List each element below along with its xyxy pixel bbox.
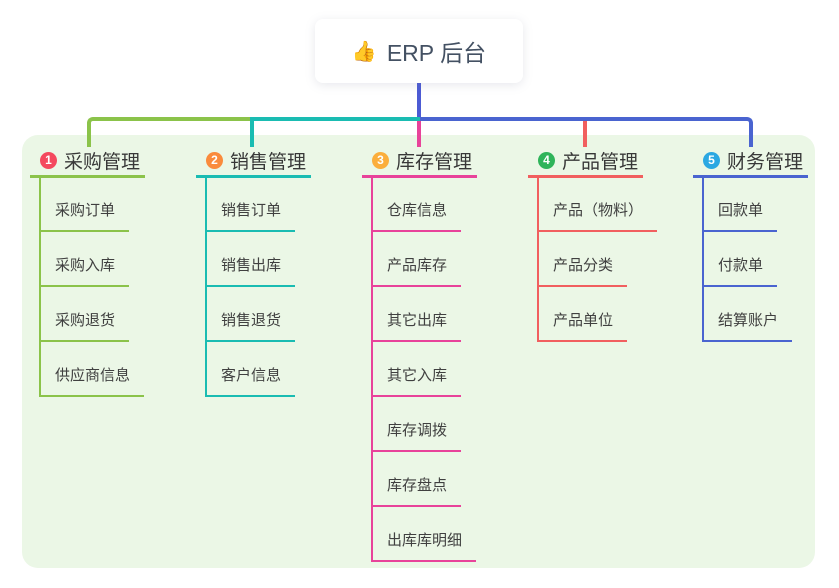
branch-trunk-line [537, 178, 539, 342]
branch-label: 财务管理 [727, 151, 804, 173]
branch-header-sales[interactable]: 2 销售管理 [196, 145, 311, 178]
badge-3: 3 [372, 151, 389, 169]
node-sales-order[interactable]: 销售订单 [205, 201, 296, 232]
node-sales-outbound[interactable]: 销售出库 [205, 256, 296, 287]
branch-label: 库存管理 [396, 151, 473, 173]
node-settlement-account[interactable]: 结算账户 [702, 311, 793, 342]
branch-trunk-line [702, 178, 704, 342]
node-other-inbound[interactable]: 其它入库 [371, 366, 462, 397]
branch-label: 销售管理 [230, 151, 307, 173]
badge-5: 5 [703, 151, 720, 169]
root-node[interactable]: 👍 ERP 后台 [315, 19, 523, 83]
node-supplier-info[interactable]: 供应商信息 [39, 366, 145, 397]
node-stock-transfer[interactable]: 库存调拨 [371, 421, 462, 452]
node-product-material[interactable]: 产品（物料） [537, 201, 658, 232]
connector-branch4-drop [583, 121, 587, 147]
branch-header-finance[interactable]: 5 财务管理 [693, 145, 808, 178]
root-title: ERP 后台 [386, 40, 487, 66]
node-warehouse-info[interactable]: 仓库信息 [371, 201, 462, 232]
node-payment-bill[interactable]: 付款单 [702, 256, 778, 287]
node-purchase-inbound[interactable]: 采购入库 [39, 256, 130, 287]
branch-header-inventory[interactable]: 3 库存管理 [362, 145, 477, 178]
node-stock-count[interactable]: 库存盘点 [371, 476, 462, 507]
badge-1: 1 [40, 151, 57, 169]
badge-2: 2 [206, 151, 223, 169]
connector-root-line [417, 83, 421, 121]
node-customer-info[interactable]: 客户信息 [205, 366, 296, 397]
node-purchase-order[interactable]: 采购订单 [39, 201, 130, 232]
branch-header-product[interactable]: 4 产品管理 [528, 145, 643, 178]
branches-background-panel [22, 135, 815, 568]
branch-trunk-line [39, 178, 41, 397]
node-product-stock[interactable]: 产品库存 [371, 256, 462, 287]
badge-4: 4 [538, 151, 555, 169]
branch-trunk-line [205, 178, 207, 397]
connector-branch5-elbow [420, 117, 753, 147]
node-other-outbound[interactable]: 其它出库 [371, 311, 462, 342]
branch-header-purchase[interactable]: 1 采购管理 [30, 145, 145, 178]
node-receipt-bill[interactable]: 回款单 [702, 201, 778, 232]
node-product-category[interactable]: 产品分类 [537, 256, 628, 287]
node-product-unit[interactable]: 产品单位 [537, 311, 628, 342]
branch-trunk-line [371, 178, 373, 562]
thumbs-up-icon: 👍 [351, 40, 377, 63]
branch-label: 产品管理 [562, 151, 639, 173]
branch-label: 采购管理 [64, 151, 141, 173]
node-purchase-return[interactable]: 采购退货 [39, 311, 130, 342]
connector-branch1-elbow [87, 117, 252, 147]
connector-branch3-drop [417, 121, 421, 147]
connector-branch2-segment [250, 117, 420, 147]
node-sales-return[interactable]: 销售退货 [205, 311, 296, 342]
node-outbound-detail[interactable]: 出库库明细 [371, 531, 477, 562]
